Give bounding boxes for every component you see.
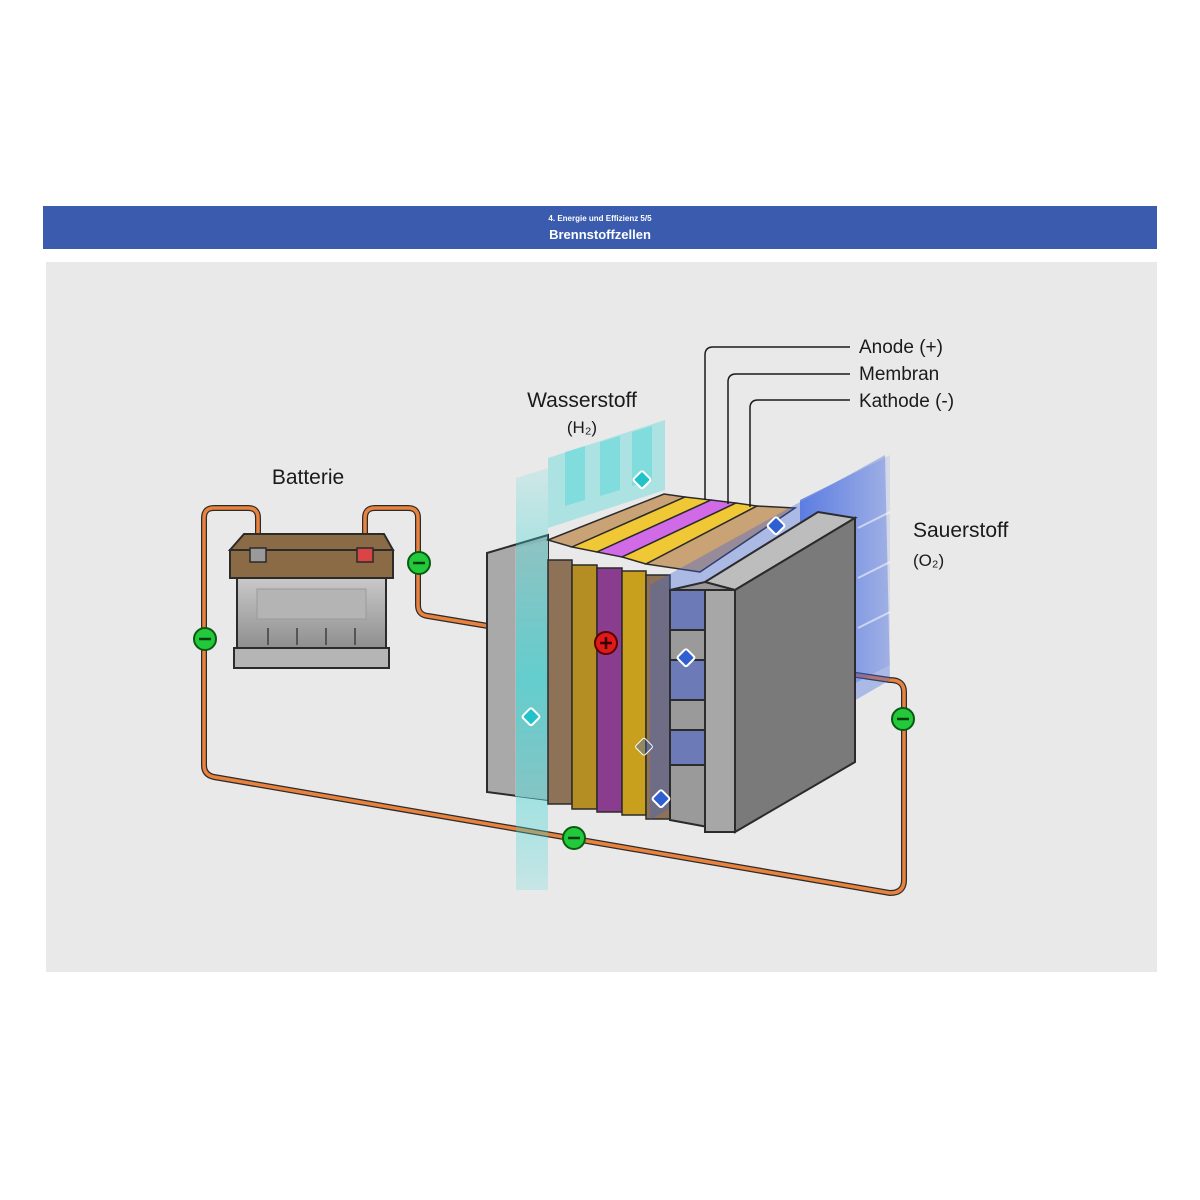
oxygen-molecule-marker xyxy=(651,789,671,809)
electron-marker xyxy=(891,707,915,731)
proton-marker xyxy=(594,631,618,655)
layer-callouts xyxy=(704,346,850,507)
battery xyxy=(227,533,395,669)
anode-label: Anode (+) xyxy=(859,337,943,358)
header-bar: 4. Energie und Effizienz 5/5 Brennstoffz… xyxy=(43,206,1157,249)
oxygen-molecules xyxy=(635,516,786,809)
header-title: Brennstoffzellen xyxy=(549,227,651,242)
electron-marker xyxy=(562,826,586,850)
anode-catalyst-layer xyxy=(571,564,598,810)
cathode-catalyst-layer xyxy=(621,570,647,816)
oxygen-molecule-marker xyxy=(766,516,786,536)
battery-label: Batterie xyxy=(272,466,344,489)
hydrogen-label: Wasserstoff xyxy=(527,389,637,412)
hydrogen-stream xyxy=(516,420,665,890)
cell-layers xyxy=(547,559,671,820)
cell-layer-tops xyxy=(545,493,798,573)
membrane-label: Membran xyxy=(859,364,939,385)
anode-gas-diffusion-layer xyxy=(547,559,573,805)
hydrogen-molecule-marker xyxy=(521,707,541,727)
electron-marker xyxy=(407,551,431,575)
electron-marker xyxy=(193,627,217,651)
wires xyxy=(201,505,907,896)
header-subtitle: 4. Energie und Effizienz 5/5 xyxy=(548,214,652,223)
cathode-flow-block xyxy=(669,510,858,834)
membrane-layer xyxy=(596,567,623,813)
hydrogen-molecule-marker xyxy=(632,470,652,490)
oxygen-label: Sauerstoff xyxy=(913,519,1009,542)
oxygen-molecule-marker xyxy=(635,737,653,756)
electron-markers xyxy=(193,551,915,850)
oxygen-molecule-marker xyxy=(676,648,696,668)
oxygen-formula: (O₂) xyxy=(913,551,944,570)
hydrogen-molecules xyxy=(521,470,652,727)
battery-negative-terminal xyxy=(249,547,267,563)
battery-positive-terminal xyxy=(356,547,374,563)
cathode-label: Kathode (-) xyxy=(859,391,954,412)
hydrogen-formula: (H₂) xyxy=(567,418,597,437)
